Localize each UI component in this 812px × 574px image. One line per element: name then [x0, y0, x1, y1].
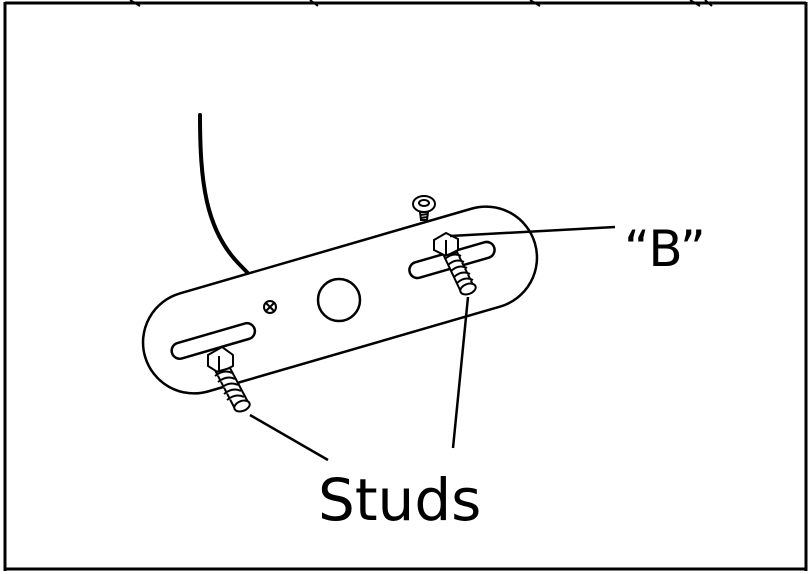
center-hole: [316, 277, 362, 323]
left-slot: [170, 321, 257, 360]
left-stud: [207, 345, 251, 413]
loose-screw: [412, 195, 436, 221]
wire-screw: [263, 300, 277, 314]
studs-label: Studs: [318, 466, 481, 534]
b-label: “B”: [624, 220, 706, 278]
b-leader-line: [449, 225, 616, 238]
right-stud-b: [433, 231, 477, 296]
frame: [3, 1, 808, 571]
leader-lines: [249, 225, 616, 462]
studs-leader-left: [249, 413, 329, 462]
studs-leader-right: [451, 296, 470, 449]
top-crop-marks: [129, 0, 713, 7]
